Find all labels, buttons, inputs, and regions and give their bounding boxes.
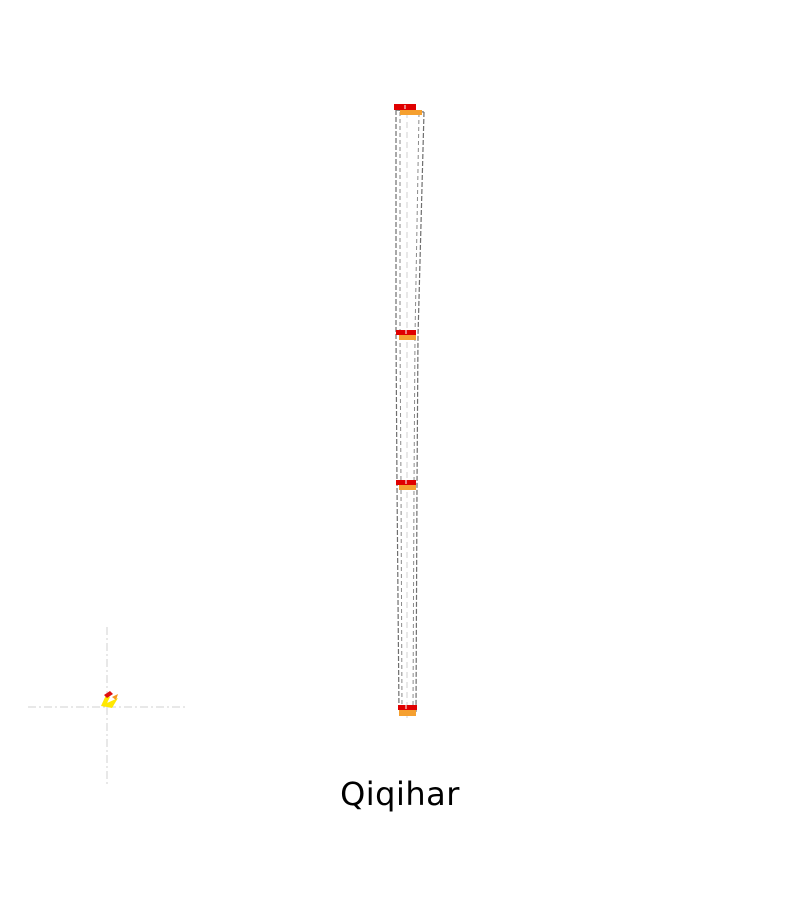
left-edge-outline xyxy=(395,110,400,713)
left-inner-outline xyxy=(399,112,403,713)
right-edge-outline xyxy=(415,111,425,713)
compass-arrow-icon xyxy=(101,691,118,708)
diagram-caption: Qiqihar xyxy=(340,775,460,813)
joint-upper xyxy=(396,330,416,340)
compass-indicator xyxy=(28,627,188,787)
joint-top xyxy=(394,104,422,115)
joint-bottom xyxy=(398,705,417,716)
right-inner-outline xyxy=(412,112,420,713)
joint-middle xyxy=(396,480,416,490)
